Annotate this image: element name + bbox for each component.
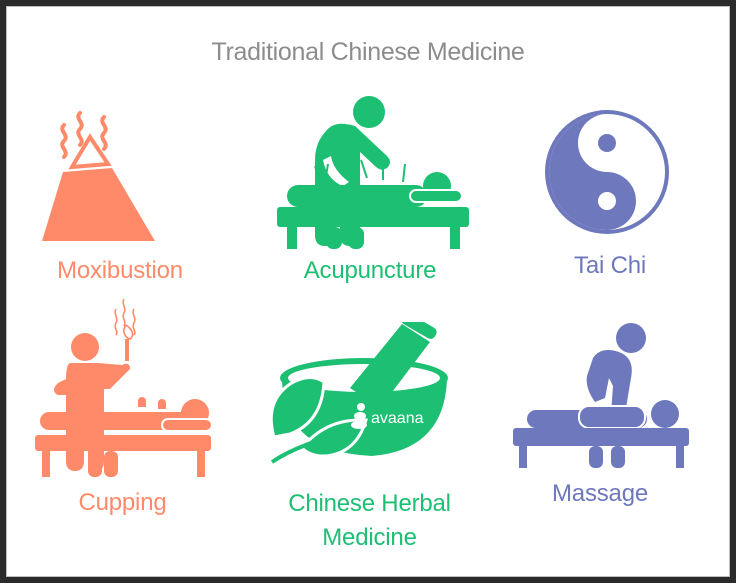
massage-treatment-icon xyxy=(513,323,689,468)
tile-chinese-herbal-medicine: avaana Chinese Herbal Medicine xyxy=(262,322,477,557)
brand-text: avaana xyxy=(371,410,424,427)
cupping-treatment-icon xyxy=(35,298,213,477)
moxibustion-cone-icon xyxy=(42,111,155,241)
tile-massage: Massage xyxy=(505,318,695,518)
tile-acupuncture: Acupuncture xyxy=(265,90,475,290)
label-moxibustion: Moxibustion xyxy=(57,257,183,284)
label-chinese-herbal-medicine-line1: Chinese Herbal xyxy=(288,490,451,517)
page-title: Traditional Chinese Medicine xyxy=(211,38,525,66)
label-tai-chi: Tai Chi xyxy=(574,252,646,279)
label-acupuncture: Acupuncture xyxy=(303,257,437,284)
tile-tai-chi: Tai Chi xyxy=(520,90,700,290)
tile-cupping: Cupping xyxy=(30,295,215,525)
mortar-pestle-herbs-icon xyxy=(269,322,448,464)
label-massage: Massage xyxy=(552,480,648,507)
yin-yang-icon xyxy=(545,110,669,234)
label-chinese-herbal-medicine-line2: Medicine xyxy=(322,524,417,551)
label-cupping: Cupping xyxy=(78,489,167,516)
tile-moxibustion: Moxibustion xyxy=(30,95,210,295)
acupuncture-treatment-icon xyxy=(277,96,469,249)
